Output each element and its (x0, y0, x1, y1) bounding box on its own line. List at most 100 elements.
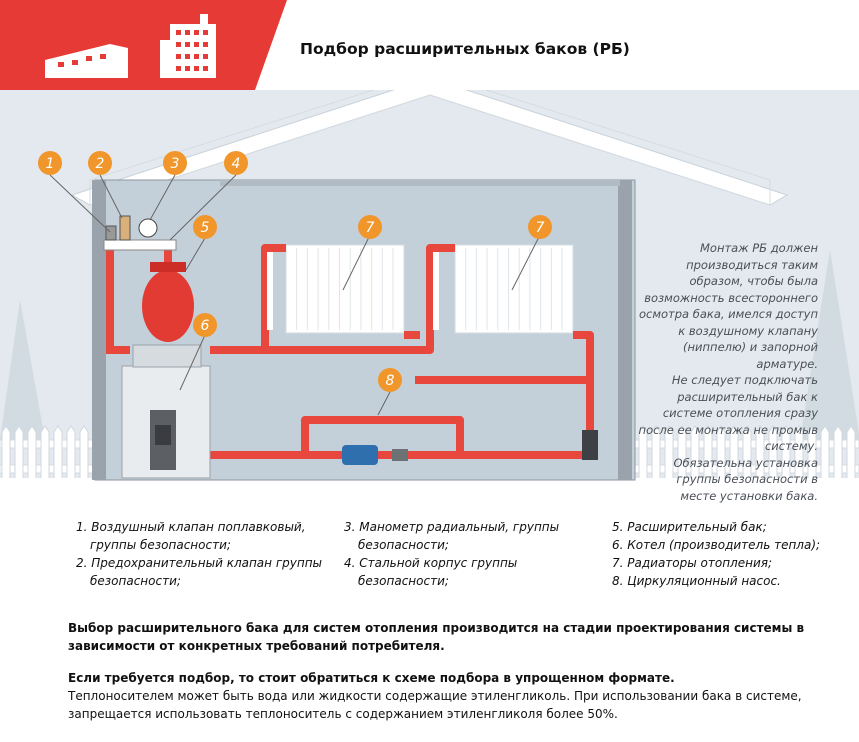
ground (0, 478, 859, 512)
factory-logo-icon (45, 14, 216, 78)
legend-item: 2. Предохранительный клапан группы (76, 556, 323, 570)
circulation-pump-icon (342, 445, 378, 465)
marker-5-label: 5 (201, 220, 210, 236)
heating-scheme-scene: 1 2 3 4 5 6 7 7 8 Монтаж РБ должен произв… (0, 71, 859, 512)
radiator-left (285, 244, 405, 334)
note-line: Обязательна установка (673, 455, 818, 470)
legend-column-1: 1. Воздушный клапан поплавковый, группы б… (76, 518, 322, 590)
background-trees (0, 250, 859, 440)
fence-picket (40, 425, 50, 481)
air-valve-icon (105, 225, 117, 241)
note-line: к воздушному клапану (678, 323, 818, 338)
white-riser-pipes (267, 252, 439, 330)
marker-5: 5 (193, 215, 217, 239)
page-title: Подбор расширительных баков (РБ) (300, 40, 630, 58)
paragraph-2-text: Теплоносителем может быть вода или жидко… (68, 689, 802, 721)
legend-item: группы безопасности; (90, 538, 231, 552)
fence-picket (833, 425, 843, 481)
header-graphic (0, 0, 287, 90)
note-line: Не следует подключать (671, 373, 818, 387)
legend-item: 6. Котел (производитель тепла); (612, 538, 821, 552)
fence-picket (820, 425, 830, 481)
note-line: после ее монтажа не промыв (638, 422, 818, 437)
installation-note: Монтаж РБ должен производиться таким образ… (630, 240, 818, 504)
callout-line-7a (342, 234, 371, 291)
legend-item: 7. Радиаторы отопления; (612, 556, 773, 570)
callout-line-3 (149, 174, 176, 221)
filter-icon (392, 449, 408, 461)
fence-picket (79, 425, 89, 481)
safety-group-body (103, 239, 177, 251)
legend-item: 4. Стальной корпус группы (344, 556, 518, 570)
callout-line-1 (49, 174, 111, 233)
marker-6-label: 6 (201, 318, 210, 334)
marker-2: 2 (88, 151, 112, 175)
marker-3: 3 (163, 151, 187, 175)
heating-scheme-diagram: 1 2 3 4 5 6 7 7 8 (0, 71, 859, 512)
marker-1-label: 1 (46, 156, 55, 172)
note-line: осмотра бака, имелся доступ (638, 307, 818, 321)
expansion-tank-cap (150, 262, 186, 272)
legend-item: 5. Расширительный бак; (612, 520, 767, 534)
note-line: системе отопления сразу (662, 406, 818, 420)
manometer-icon (138, 218, 158, 238)
marker-4-label: 4 (232, 156, 241, 172)
note-line: систему. (764, 439, 818, 453)
roof-lines (89, 71, 771, 206)
marker-3-label: 3 (171, 156, 180, 172)
safety-valve-icon (119, 215, 131, 241)
legend-item: 8. Циркуляционный насос. (612, 574, 781, 588)
marker-6: 6 (193, 313, 217, 337)
note-line: месте установки бака. (680, 488, 818, 503)
marker-2-label: 2 (96, 156, 105, 172)
legend-item: 3. Манометр радиальный, группы (344, 520, 560, 534)
legend: 1. Воздушный клапан поплавковый, группы б… (0, 518, 859, 598)
marker-7b: 7 (528, 215, 552, 239)
legend-item: безопасности; (358, 574, 449, 588)
paragraph-1: Выбор расширительного бака для систем от… (68, 621, 805, 653)
marker-7a: 7 (358, 215, 382, 239)
radiator-right (454, 244, 574, 334)
legend-column-2: 3. Манометр радиальный, группы безопаснос… (344, 518, 559, 590)
callout-line-2 (99, 174, 123, 219)
callout-line-6 (179, 334, 206, 391)
ceiling (220, 180, 620, 186)
note-line: арматуре. (756, 356, 818, 371)
brand-banner (0, 0, 287, 90)
legend-column-3: 5. Расширительный бак; 6. Котел (производ… (612, 518, 820, 590)
marker-4: 4 (224, 151, 248, 175)
note-line: (ниппелю) и запорной (683, 340, 818, 354)
paragraph-2-heading: Если требуется подбор, то стоит обратить… (68, 671, 675, 685)
expansion-tank (142, 270, 194, 342)
fence-picket (14, 425, 24, 481)
callout-line-7b (511, 234, 541, 291)
note-line: Монтаж РБ должен (699, 241, 818, 255)
callout-line-5 (185, 237, 206, 271)
marker-1: 1 (38, 151, 62, 175)
marker-7a-label: 7 (366, 220, 375, 236)
note-line: возможность всестороннего (644, 290, 818, 305)
marker-8: 8 (378, 368, 402, 392)
fence-picket (846, 425, 856, 481)
fence-picket (1, 425, 11, 481)
description: Выбор расширительного бака для систем от… (68, 619, 828, 723)
fence-picket (66, 425, 76, 481)
marker-8-label: 8 (386, 373, 395, 389)
note-line: образом, чтобы была (689, 274, 818, 288)
legend-item: безопасности; (90, 574, 181, 588)
fence-picket (53, 425, 63, 481)
note-line: производиться таким (686, 257, 818, 272)
left-wall (92, 180, 106, 480)
callout-line-8 (377, 391, 391, 416)
fence-picket (27, 425, 37, 481)
boiler (121, 344, 211, 479)
header: Подбор расширительных баков (РБ) (0, 0, 859, 90)
callout-line-4 (169, 174, 237, 241)
note-line: группы безопасности в (676, 472, 818, 486)
legend-item: безопасности; (358, 538, 449, 552)
right-wall (618, 180, 632, 480)
note-line: расширительный бак к (677, 389, 818, 404)
marker-7b-label: 7 (536, 220, 545, 236)
legend-item: 1. Воздушный клапан поплавковый, (76, 520, 306, 534)
valve-icon (582, 430, 598, 460)
